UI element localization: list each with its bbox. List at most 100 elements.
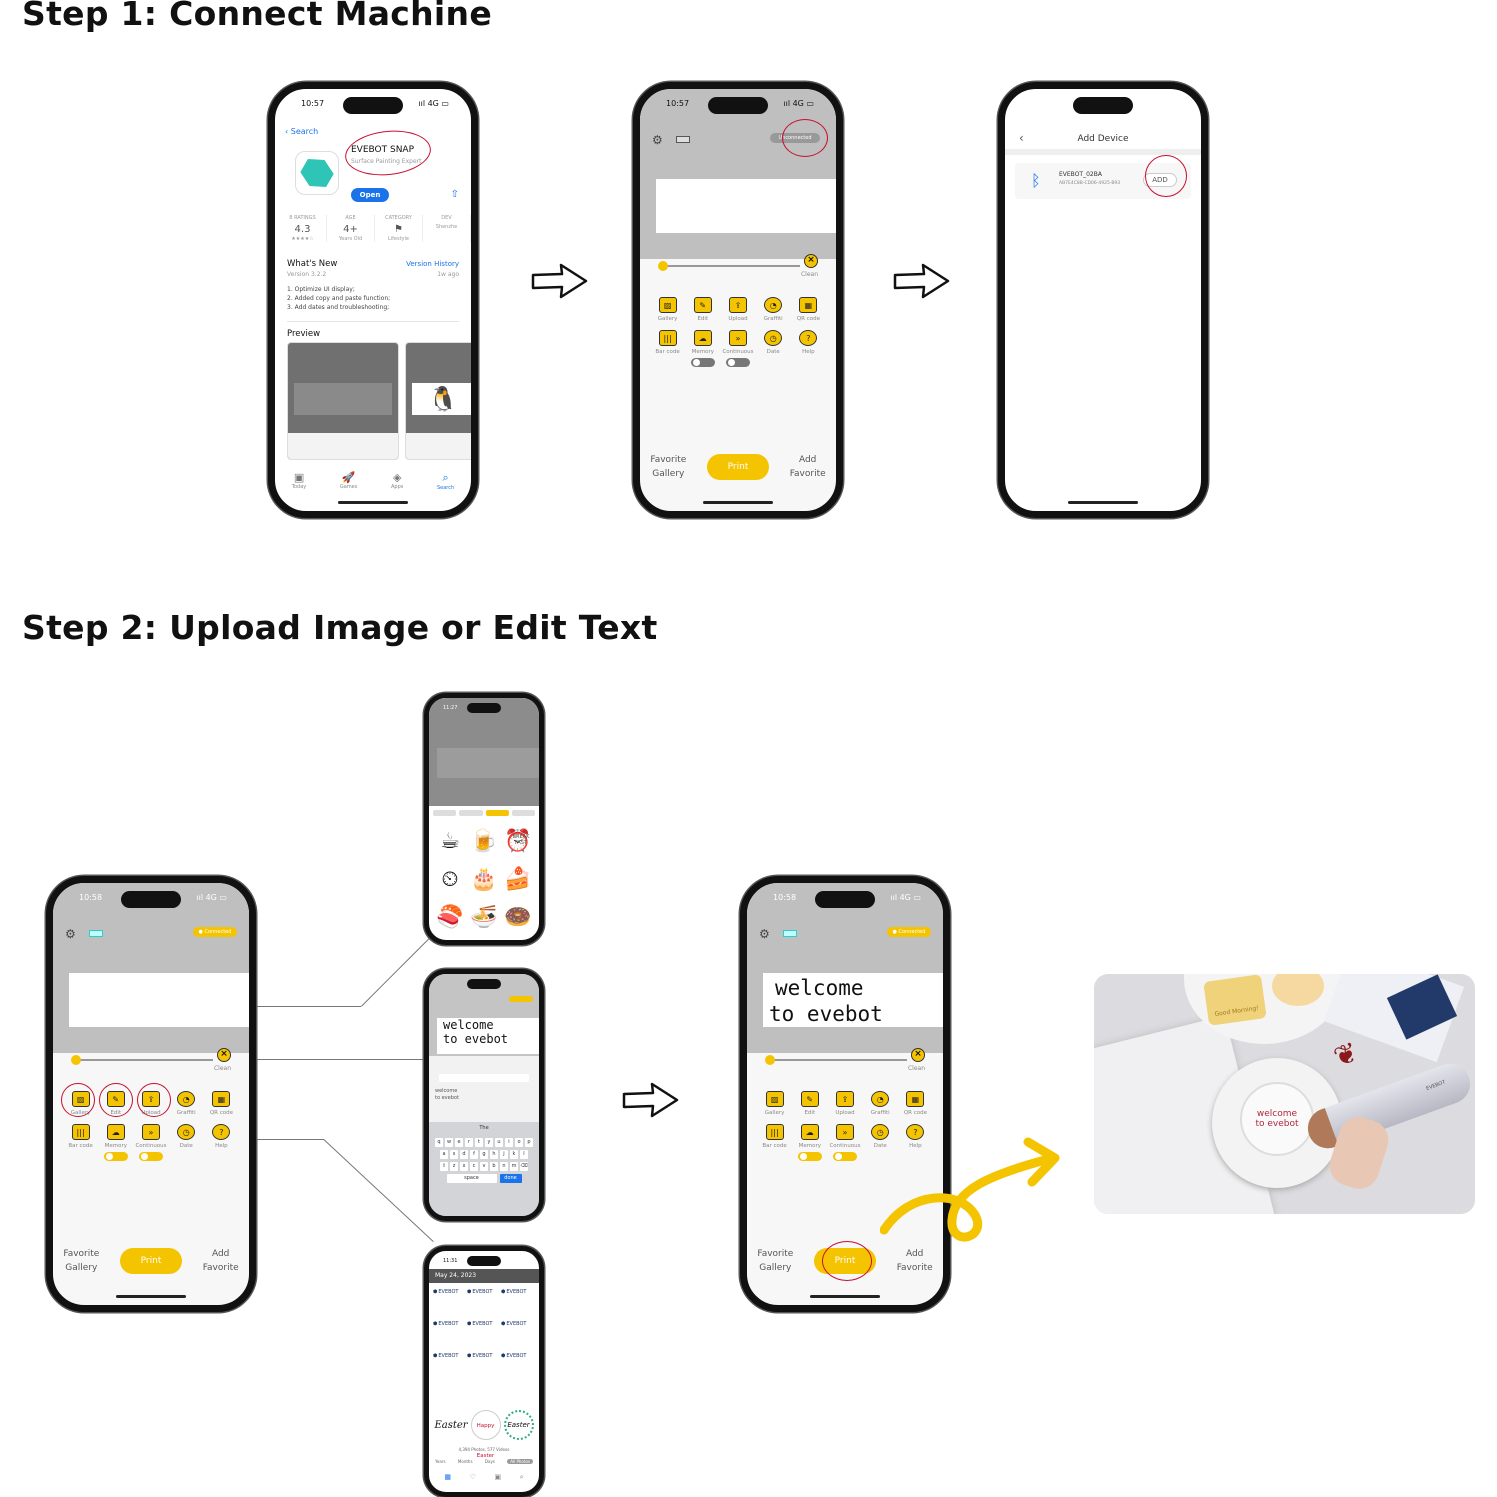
tool-memory[interactable]: ☁Memory: [685, 330, 720, 367]
key-d[interactable]: d: [460, 1150, 468, 1159]
tool-upload[interactable]: ⇪Upload: [827, 1091, 862, 1116]
tool-qr-code[interactable]: ▦QR code: [204, 1091, 239, 1116]
key-r[interactable]: r: [465, 1138, 473, 1147]
key-x[interactable]: x: [460, 1162, 468, 1171]
key-n[interactable]: n: [500, 1162, 508, 1171]
clean-icon[interactable]: ×: [217, 1048, 231, 1062]
space-key[interactable]: space: [446, 1174, 497, 1183]
tool-help[interactable]: ?Help: [791, 330, 826, 367]
tool-edit[interactable]: ✎Edit: [685, 297, 720, 322]
tool-upload[interactable]: ⇪Upload: [720, 297, 755, 322]
key-a[interactable]: a: [440, 1150, 448, 1159]
clean-icon[interactable]: ×: [804, 254, 818, 268]
category-tab[interactable]: [511, 810, 535, 816]
back-chevron-icon[interactable]: ‹: [1019, 131, 1024, 145]
key-k[interactable]: k: [510, 1150, 518, 1159]
print-canvas[interactable]: [69, 973, 249, 1027]
back-search-link[interactable]: ‹ Search: [285, 127, 319, 136]
sticker-item[interactable]: 🍰: [504, 866, 532, 892]
key-b[interactable]: b: [490, 1162, 498, 1171]
key-w[interactable]: w: [445, 1138, 453, 1147]
key-j[interactable]: j: [500, 1150, 508, 1159]
key-q[interactable]: q: [435, 1138, 443, 1147]
tool-help[interactable]: ?Help: [204, 1124, 239, 1161]
category-tabs[interactable]: [433, 810, 535, 816]
clean-icon[interactable]: ×: [911, 1048, 925, 1062]
easter-photo[interactable]: Happy Easter: [470, 1410, 501, 1459]
memory-toggle[interactable]: [103, 1152, 128, 1161]
key-s[interactable]: s: [450, 1150, 458, 1159]
key-p[interactable]: p: [525, 1138, 533, 1147]
photo-tab-months[interactable]: Months: [457, 1459, 473, 1464]
sticker-item[interactable]: 🎂: [470, 866, 498, 892]
photo-thumb[interactable]: ⬢EVEBOT: [467, 1321, 501, 1327]
tool-date[interactable]: ◷Date: [756, 330, 791, 367]
position-slider[interactable]: [71, 1055, 213, 1065]
sticker-item[interactable]: 🍩: [504, 904, 532, 930]
keyboard-suggestion[interactable]: The: [479, 1125, 489, 1131]
photo-tab-all-photos[interactable]: All Photos: [507, 1459, 533, 1464]
sticker-item[interactable]: ⏲: [441, 866, 459, 892]
preview-screenshot-2[interactable]: 🐧: [405, 342, 471, 460]
text-toolbar[interactable]: [439, 1074, 529, 1082]
key-g[interactable]: g: [480, 1150, 488, 1159]
sticker-item[interactable]: 🍺: [470, 828, 498, 854]
tool-graffiti[interactable]: ◔Graffiti: [169, 1091, 204, 1116]
tool-date[interactable]: ◷Date: [863, 1124, 898, 1161]
tool-qr-code[interactable]: ▦QR code: [898, 1091, 933, 1116]
photo-thumb[interactable]: ⬢EVEBOT: [467, 1289, 501, 1295]
sticker-item[interactable]: ⏰: [504, 828, 532, 854]
key-u[interactable]: u: [495, 1138, 503, 1147]
photo-thumb[interactable]: ⬢EVEBOT: [501, 1353, 535, 1359]
gear-icon[interactable]: ⚙: [65, 927, 76, 941]
tab-apps[interactable]: ◈Apps: [391, 471, 403, 491]
key-h[interactable]: h: [490, 1150, 498, 1159]
tool-memory[interactable]: ☁Memory: [792, 1124, 827, 1161]
tool-date[interactable]: ◷Date: [169, 1124, 204, 1161]
tool-continuous[interactable]: »Continuous: [133, 1124, 168, 1161]
photo-thumb[interactable]: ⬢EVEBOT: [501, 1289, 535, 1295]
print-canvas[interactable]: welcome to evebot: [763, 973, 943, 1027]
photo-tab-years[interactable]: Years: [435, 1459, 446, 1464]
key-t[interactable]: t: [475, 1138, 483, 1147]
tool-bar-code[interactable]: |||Bar code: [63, 1124, 98, 1161]
easter-photo[interactable]: Easter: [503, 1410, 534, 1440]
photo-thumb[interactable]: ⬢EVEBOT: [467, 1353, 501, 1359]
albums-icon[interactable]: ▣: [494, 1473, 502, 1481]
easter-photo[interactable]: Easter: [434, 1419, 468, 1431]
key-m[interactable]: m: [510, 1162, 518, 1171]
tool-bar-code[interactable]: |||Bar code: [650, 330, 685, 367]
gear-icon[interactable]: ⚙: [652, 133, 663, 147]
print-button[interactable]: Print: [120, 1248, 182, 1274]
photo-thumb[interactable]: ⬢EVEBOT: [433, 1289, 467, 1295]
continuous-toggle[interactable]: [832, 1152, 857, 1161]
photo-thumb[interactable]: ⬢EVEBOT: [433, 1353, 467, 1359]
tool-graffiti[interactable]: ◔Graffiti: [756, 297, 791, 322]
key-z[interactable]: z: [450, 1162, 458, 1171]
print-canvas[interactable]: [656, 179, 836, 233]
tool-graffiti[interactable]: ◔Graffiti: [863, 1091, 898, 1116]
tool-continuous[interactable]: »Continuous: [827, 1124, 862, 1161]
preview-screenshot-1[interactable]: [287, 342, 399, 460]
tab-search[interactable]: ⌕Search: [437, 471, 454, 491]
text-input[interactable]: welcome to evebot: [435, 1088, 459, 1102]
tool-help[interactable]: ?Help: [898, 1124, 933, 1161]
key-f[interactable]: f: [470, 1150, 478, 1159]
done-key[interactable]: done: [499, 1174, 522, 1183]
continuous-toggle[interactable]: [725, 358, 750, 367]
category-tab[interactable]: [433, 810, 457, 816]
gear-icon[interactable]: ⚙: [759, 927, 770, 941]
tool-bar-code[interactable]: |||Bar code: [757, 1124, 792, 1161]
slider-knob[interactable]: [658, 261, 668, 271]
continuous-toggle[interactable]: [138, 1152, 163, 1161]
category-tab[interactable]: [485, 810, 509, 816]
sticker-item[interactable]: ☕: [440, 828, 460, 854]
open-button[interactable]: Open: [351, 188, 389, 202]
key-⇧[interactable]: ⇧: [440, 1162, 448, 1171]
tool-memory[interactable]: ☁Memory: [98, 1124, 133, 1161]
key-c[interactable]: c: [470, 1162, 478, 1171]
